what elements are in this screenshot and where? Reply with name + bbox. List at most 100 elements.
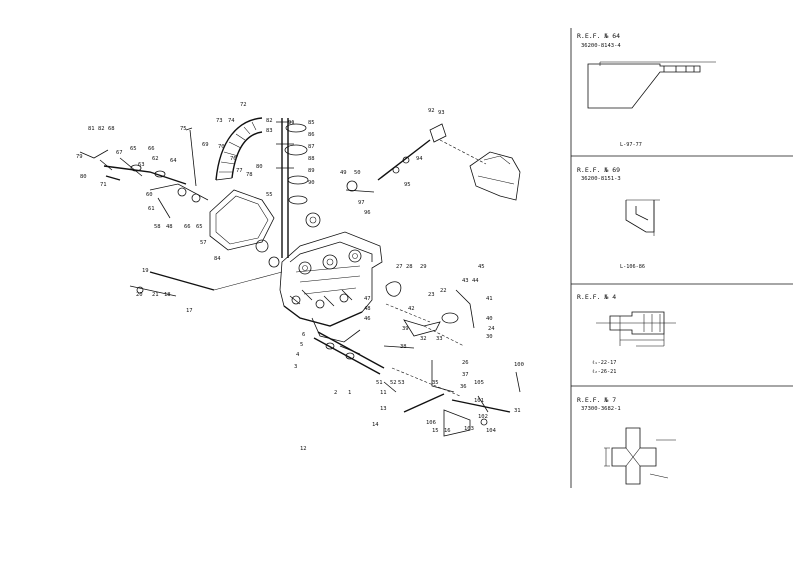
callout-number: 44 <box>472 278 479 284</box>
callout-number: 74 <box>228 118 235 124</box>
callout-number: 84 <box>214 256 221 262</box>
callout-number: 5 <box>300 342 303 348</box>
ref-panel-7: R.E.F. № 7 37300-3682-1 <box>577 396 676 485</box>
callout-number: 87 <box>308 144 315 150</box>
callout-number: 78 <box>246 172 253 178</box>
callout-number: 80 <box>256 164 263 170</box>
callout-number: 41 <box>486 296 493 302</box>
callout-number: 79 <box>76 154 83 160</box>
callout-number: 46 <box>364 316 371 322</box>
callout-number: 21 <box>152 292 159 298</box>
lower-left-rod <box>129 271 283 297</box>
callout-number: 58 <box>154 224 161 230</box>
callout-number: 6 <box>302 332 305 338</box>
ref-panel-part-number: 36200-8151-3 <box>581 176 621 182</box>
cover-plate <box>209 189 280 268</box>
callout-number: 35 <box>432 380 439 386</box>
callout-number: 75 <box>180 126 187 132</box>
ref-panel-part-number: 37300-3682-1 <box>581 406 621 412</box>
callout-number: 66 <box>148 146 155 152</box>
callout-number: 16 <box>444 428 451 434</box>
callout-number: 20 <box>136 292 143 298</box>
ref-panel-dimension-1: ℓ₁-22-17 <box>592 360 616 366</box>
lever-linkage <box>79 127 209 219</box>
shift-lever-and-guard <box>345 123 521 201</box>
callout-number: 82 <box>266 118 273 124</box>
callout-number: 12 <box>300 446 307 452</box>
callout-number: 36 <box>460 384 467 390</box>
callout-number: 43 <box>462 278 469 284</box>
callout-number: 95 <box>404 182 411 188</box>
callout-number: 51 <box>376 380 383 386</box>
callout-number: 65 <box>130 146 137 152</box>
callout-number: 24 <box>488 326 495 332</box>
callout-number: 17 <box>186 308 193 314</box>
callout-number: 103 <box>464 426 474 432</box>
callout-number: 19 <box>142 268 149 274</box>
callout-number: 80 <box>80 174 87 180</box>
callout-number: 23 <box>428 292 435 298</box>
ref-panel-title: R.E.F. № 4 <box>577 293 616 301</box>
right-linkage <box>383 281 521 437</box>
callout-number: 106 <box>426 420 436 426</box>
callout-number: 64 <box>170 158 177 164</box>
callout-number: 28 <box>406 264 413 270</box>
callout-number: 26 <box>462 360 469 366</box>
callout-number: 55 <box>266 192 273 198</box>
callout-number: 91 <box>288 120 295 126</box>
callout-number: 97 <box>358 200 365 206</box>
gearbox-housing <box>279 231 383 343</box>
callout-number: 49 <box>340 170 347 176</box>
callout-number: 11 <box>380 390 387 396</box>
callout-number: 89 <box>308 168 315 174</box>
callout-number: 65 <box>196 224 203 230</box>
callout-number: 94 <box>416 156 423 162</box>
ref-panel-64: R.E.F. № 64 36200-8143-4 L-97-77 <box>577 32 716 148</box>
callout-number: 66 <box>184 224 191 230</box>
callout-number: 37 <box>462 372 469 378</box>
exploded-assembly-drawing: 8182687980716765666263646061584866657572… <box>76 102 524 452</box>
ref-panel-title: R.E.F. № 7 <box>577 396 616 404</box>
callout-number: 63 <box>138 162 145 168</box>
callout-number: 85 <box>308 120 315 126</box>
callout-number: 32 <box>420 336 427 342</box>
callout-number: 50 <box>354 170 361 176</box>
callout-number: 14 <box>372 422 379 428</box>
lower-shafts <box>313 331 445 413</box>
ref-panel-69: R.E.F. № 69 36200-8151-3 L-106-86 <box>577 166 660 270</box>
callout-number: 31 <box>514 408 521 414</box>
callout-number: 88 <box>308 156 315 162</box>
callout-number: 38 <box>400 344 407 350</box>
callout-number: 76 <box>230 156 237 162</box>
callout-number: 30 <box>486 334 493 340</box>
callout-number: 81 <box>88 126 95 132</box>
callout-number: 60 <box>146 192 153 198</box>
callout-number: 27 <box>396 264 403 270</box>
callout-number: 102 <box>478 414 488 420</box>
callout-number: 53 <box>398 380 405 386</box>
callout-number: 1 <box>348 390 351 396</box>
callout-number: 61 <box>148 206 155 212</box>
callout-number: 70 <box>218 144 225 150</box>
callout-number: 68 <box>108 126 115 132</box>
callout-number: 57 <box>200 240 207 246</box>
callout-number: 47 <box>364 296 371 302</box>
callout-number: 62 <box>152 156 159 162</box>
callout-number: 93 <box>438 110 445 116</box>
ref-panel-title: R.E.F. № 69 <box>577 166 620 174</box>
callout-number: 15 <box>432 428 439 434</box>
callout-number: 3 <box>294 364 297 370</box>
callout-number: 69 <box>202 142 209 148</box>
callout-number: 48 <box>364 306 371 312</box>
callout-number: 42 <box>408 306 415 312</box>
ref-panel-dimension-2: ℓ₂-26-21 <box>592 369 616 375</box>
callout-number: 72 <box>240 102 247 108</box>
callout-number: 104 <box>486 428 497 434</box>
shift-rod-assembly <box>276 118 321 258</box>
ref-panel-part-number: 36200-8143-4 <box>581 43 621 49</box>
callout-number: 22 <box>440 288 447 294</box>
callout-number: 2 <box>334 390 337 396</box>
callout-number: 96 <box>364 210 371 216</box>
callout-number: 101 <box>474 398 484 404</box>
callout-number: 33 <box>436 336 443 342</box>
